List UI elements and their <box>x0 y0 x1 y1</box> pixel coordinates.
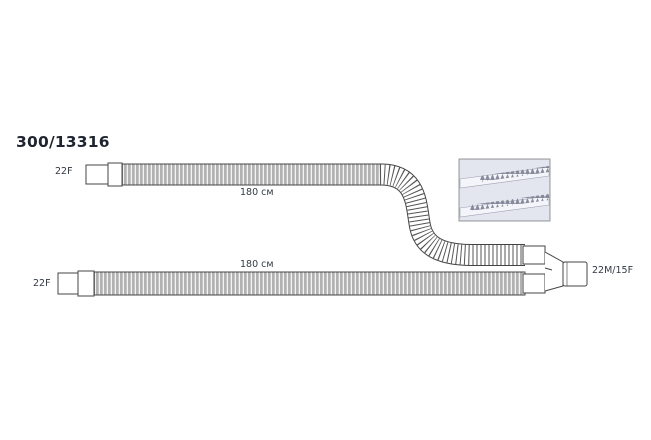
product-code: 300/13316 <box>16 133 110 151</box>
upper-tube <box>85 162 546 266</box>
corrugation-inset <box>458 158 551 222</box>
lower-length-label: 180 см <box>240 259 274 270</box>
inset-ribs-lower <box>470 194 549 211</box>
upper-corrugated-straight <box>121 163 383 186</box>
y-piece-body <box>544 251 564 292</box>
lower-corrugated-straight <box>93 271 526 296</box>
lower-connector-label: 22F <box>33 278 51 289</box>
lower-cuff-collar <box>77 270 95 297</box>
y-piece-connector-label: 22M/15F <box>592 265 634 276</box>
upper-connector-label: 22F <box>55 166 73 177</box>
y-piece-22m-15f-port <box>562 261 588 287</box>
upper-22f-connector <box>85 164 109 185</box>
upper-length-label: 180 см <box>240 187 274 198</box>
lower-22f-connector <box>57 272 79 295</box>
lower-y-cuff <box>522 273 546 294</box>
inset-ribs-upper <box>480 166 549 182</box>
upper-y-cuff <box>522 245 546 265</box>
upper-cuff-collar <box>107 162 123 187</box>
y-piece <box>544 251 588 292</box>
lower-tube <box>57 270 546 297</box>
